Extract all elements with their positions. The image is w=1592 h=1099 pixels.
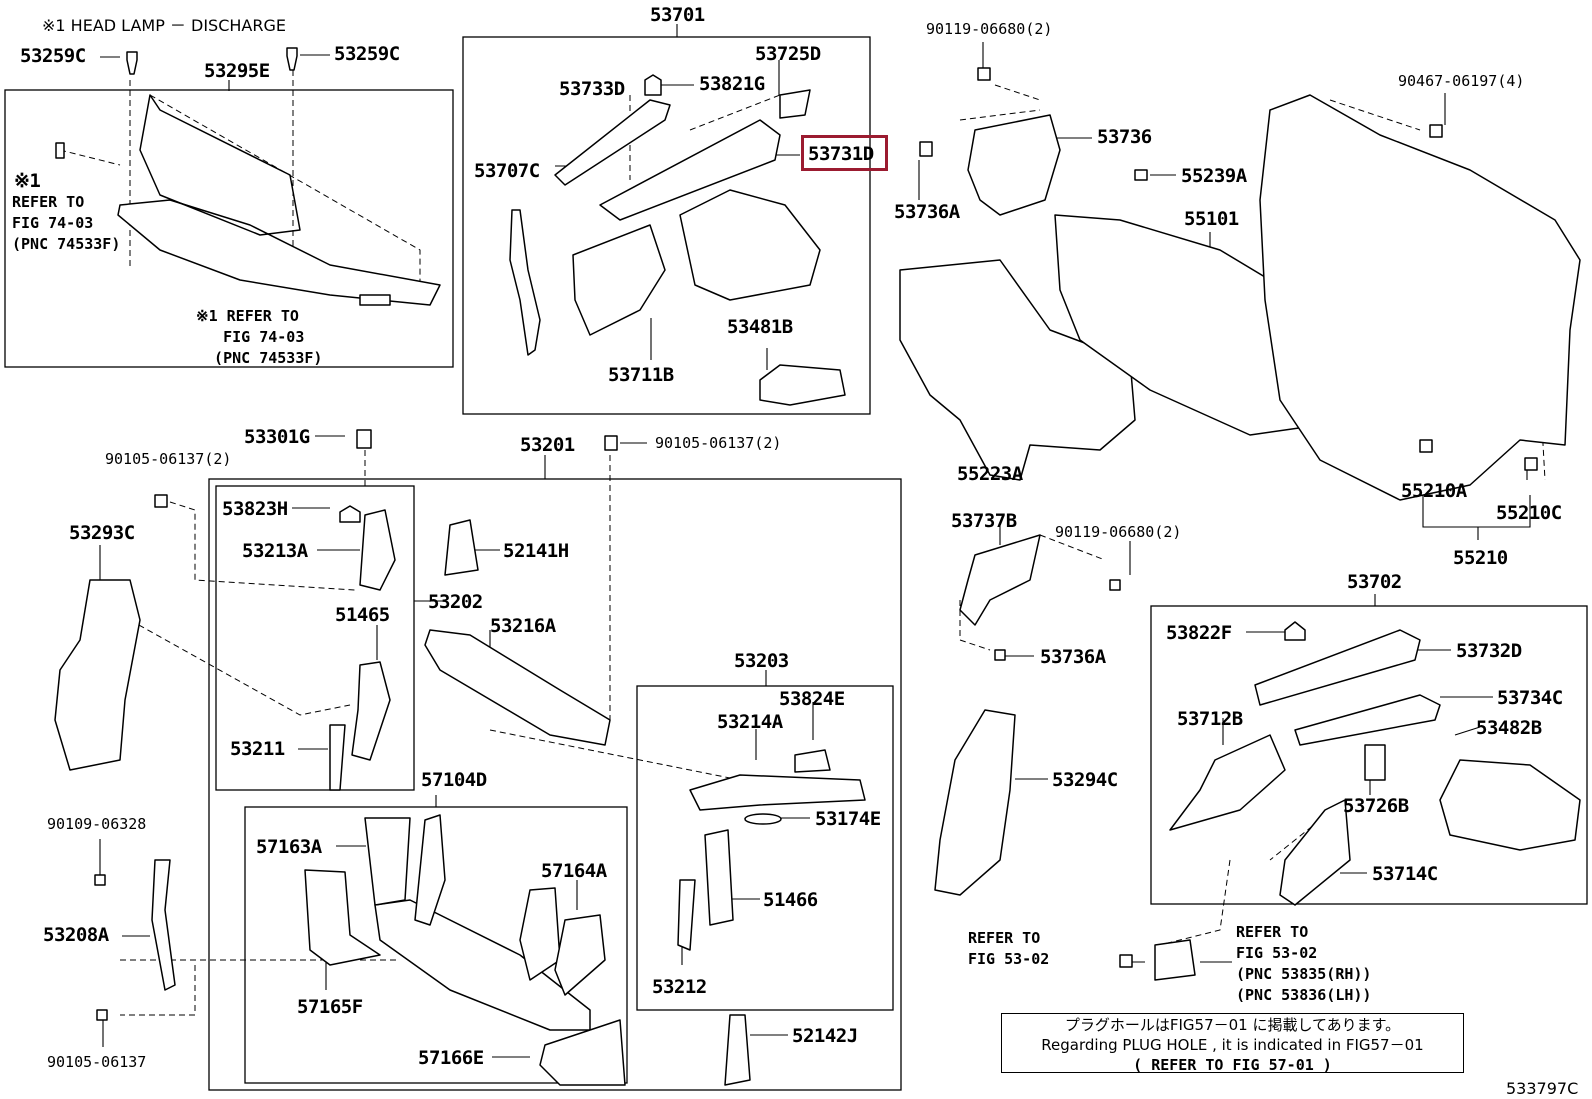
- part-label[interactable]: 53295E: [204, 60, 270, 82]
- part-label[interactable]: 52141H: [503, 540, 569, 562]
- highlight-box-53731D: [801, 135, 888, 171]
- frame-53702: [1150, 605, 1588, 905]
- ref-mark: ※1: [14, 170, 41, 192]
- part-label[interactable]: 53301G: [244, 426, 310, 448]
- part-label[interactable]: 53736A: [894, 201, 960, 223]
- ref-note: REFER TO FIG 53-02: [968, 929, 1050, 968]
- part-label[interactable]: 53482B: [1476, 717, 1542, 739]
- part-label[interactable]: 53734C: [1497, 687, 1563, 709]
- part-label[interactable]: 55210C: [1496, 502, 1562, 524]
- part-label[interactable]: 53726B: [1343, 795, 1409, 817]
- note-line-ref: ( REFER TO FIG 57-01 ): [1133, 1056, 1332, 1074]
- ref-note: REFER TO FIG 74-03 (PNC 74533F): [12, 193, 121, 253]
- part-label[interactable]: 53174E: [815, 808, 881, 830]
- part-label[interactable]: 90109-06328: [47, 815, 147, 833]
- header-note: ※1 HEAD LAMP － DISCHARGE: [42, 16, 286, 35]
- part-label[interactable]: 53201: [520, 434, 575, 456]
- part-label[interactable]: 53213A: [242, 540, 308, 562]
- part-label[interactable]: 90105-06137(2): [105, 450, 232, 468]
- part-label[interactable]: 53714C: [1372, 863, 1438, 885]
- part-label[interactable]: 51466: [763, 889, 818, 911]
- part-label[interactable]: 51465: [335, 604, 390, 626]
- part-label[interactable]: 57163A: [256, 836, 322, 858]
- part-label[interactable]: 57104D: [421, 769, 487, 791]
- ref-note: REFER TO FIG 53-02 (PNC 53835(RH)) (PNC …: [1236, 923, 1372, 1004]
- frame-53203: [636, 685, 894, 1011]
- part-label[interactable]: 53823H: [222, 498, 288, 520]
- part-label[interactable]: 90119-06680(2): [1055, 523, 1182, 541]
- part-label[interactable]: 55239A: [1181, 165, 1247, 187]
- part-label[interactable]: 90105-06137: [47, 1053, 147, 1071]
- part-label[interactable]: 53214A: [717, 711, 783, 733]
- part-label[interactable]: 53211: [230, 738, 285, 760]
- part-label[interactable]: 53736A: [1040, 646, 1106, 668]
- part-label[interactable]: 57165F: [297, 996, 363, 1018]
- part-label[interactable]: 90119-06680(2): [926, 20, 1053, 38]
- part-label[interactable]: 53208A: [43, 924, 109, 946]
- part-label[interactable]: 53202: [428, 591, 483, 613]
- part-label[interactable]: 53701: [650, 4, 705, 26]
- part-label[interactable]: 53259C: [20, 45, 86, 67]
- part-label[interactable]: 53481B: [727, 316, 793, 338]
- part-label[interactable]: 53294C: [1052, 769, 1118, 791]
- part-label[interactable]: 52142J: [792, 1025, 858, 1047]
- part-label[interactable]: 55223A: [957, 463, 1023, 485]
- part-label[interactable]: 53737B: [951, 510, 1017, 532]
- part-label[interactable]: 55101: [1184, 208, 1239, 230]
- diagram-code: 533797C: [1506, 1079, 1579, 1098]
- frame-53202: [215, 485, 415, 791]
- part-label[interactable]: 53259C: [334, 43, 400, 65]
- part-label[interactable]: 53736: [1097, 126, 1152, 148]
- frame-53201: [208, 478, 902, 1091]
- part-label[interactable]: 55210A: [1401, 480, 1467, 502]
- part-label[interactable]: 53203: [734, 650, 789, 672]
- part-label[interactable]: 53707C: [474, 160, 540, 182]
- ref-note: ※1 REFER TO FIG 74-03 (PNC 74533F): [196, 307, 323, 367]
- part-label[interactable]: 53822F: [1166, 622, 1232, 644]
- part-label-highlighted[interactable]: 53731D: [808, 143, 874, 165]
- part-label[interactable]: 57166E: [418, 1047, 484, 1069]
- part-label[interactable]: 53293C: [69, 522, 135, 544]
- part-label[interactable]: 55210: [1453, 547, 1508, 569]
- part-label[interactable]: 53702: [1347, 571, 1402, 593]
- part-label[interactable]: 90105-06137(2): [655, 434, 782, 452]
- part-label[interactable]: 53733D: [559, 78, 625, 100]
- part-label[interactable]: 90467-06197(4): [1398, 72, 1525, 90]
- part-label[interactable]: 53711B: [608, 364, 674, 386]
- part-label[interactable]: 53732D: [1456, 640, 1522, 662]
- part-label[interactable]: 53216A: [490, 615, 556, 637]
- part-label[interactable]: 53212: [652, 976, 707, 998]
- part-label[interactable]: 53712B: [1177, 708, 1243, 730]
- part-label[interactable]: 53725D: [755, 43, 821, 65]
- part-label[interactable]: 57164A: [541, 860, 607, 882]
- note-line-jp: プラグホールはFIG57－01 に掲載してあります。: [1064, 1016, 1401, 1034]
- frame-53701: [462, 36, 871, 415]
- plug-hole-note: プラグホールはFIG57－01 に掲載してあります。 Regarding PLU…: [1001, 1013, 1464, 1074]
- part-label[interactable]: 53824E: [779, 688, 845, 710]
- part-label[interactable]: 53821G: [699, 73, 765, 95]
- note-line-en: Regarding PLUG HOLE , it is indicated in…: [1041, 1036, 1424, 1054]
